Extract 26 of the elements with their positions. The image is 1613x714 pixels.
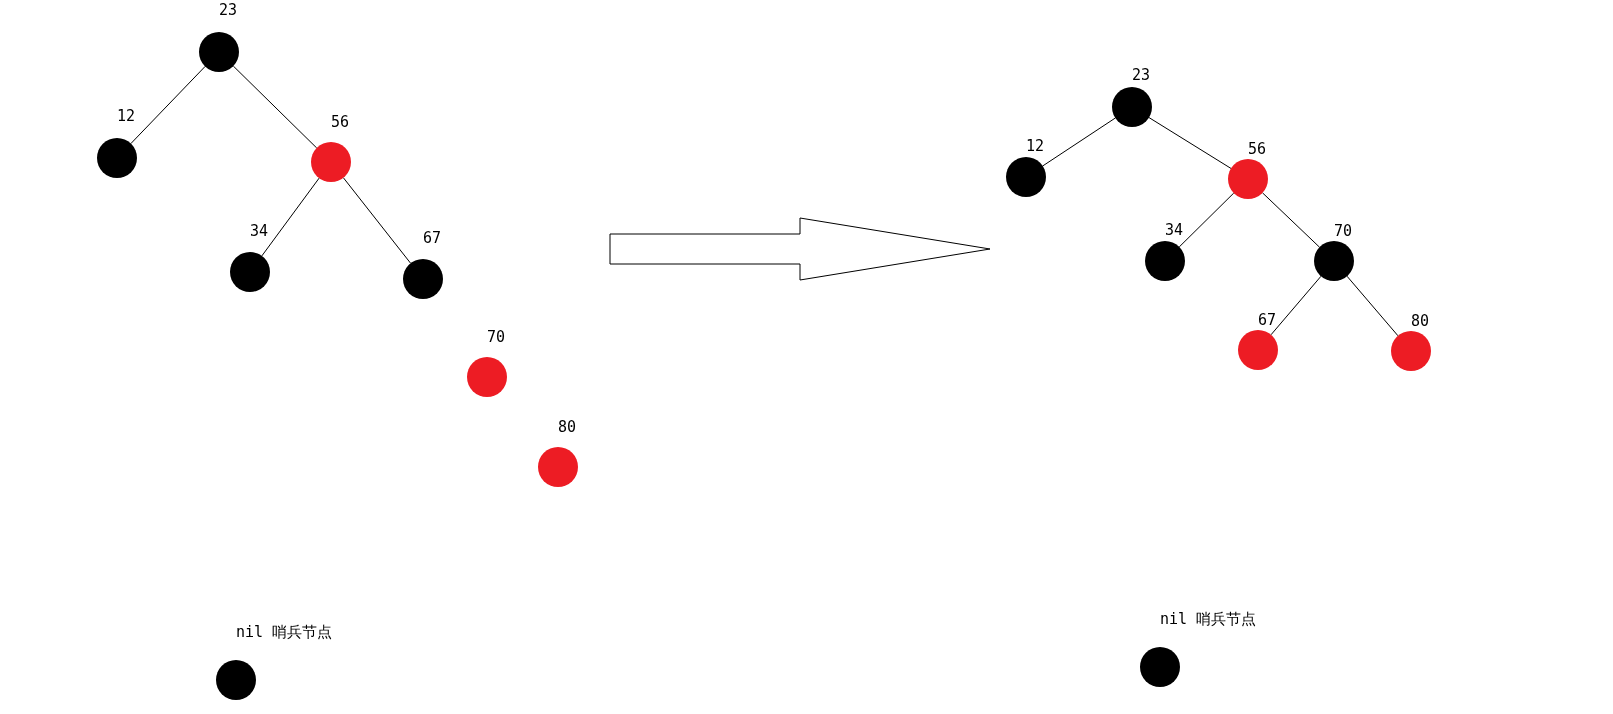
- tree-edge: [130, 65, 206, 145]
- node-key-label: 80: [558, 419, 577, 436]
- node-key-label: 67: [1258, 312, 1277, 329]
- tree-edge: [1042, 117, 1116, 167]
- node-key-label: 34: [250, 223, 269, 240]
- node-key-label: 12: [1026, 138, 1045, 155]
- tree-edge: [261, 177, 320, 257]
- tree-edge: [342, 177, 412, 264]
- node-key-label: 67: [423, 230, 442, 247]
- node-key-label: 12: [117, 108, 136, 125]
- node-key-label: 56: [1248, 141, 1267, 158]
- tree-edge: [232, 65, 318, 149]
- node-key-label: nil 哨兵节点: [1160, 611, 1257, 628]
- tree-edge: [1346, 275, 1399, 337]
- node-key-label: 23: [1132, 67, 1151, 84]
- tree-edge: [1178, 192, 1235, 248]
- node-key-label: 70: [487, 329, 506, 346]
- tree-edge: [1270, 275, 1322, 336]
- node-key-label: 23: [219, 2, 238, 19]
- node-key-label: nil 哨兵节点: [236, 624, 333, 641]
- node-key-label: 56: [331, 114, 350, 131]
- tree-edge: [1261, 192, 1321, 248]
- node-key-label: 80: [1411, 313, 1430, 330]
- node-key-label: 70: [1334, 223, 1353, 240]
- node-key-label: 34: [1165, 222, 1184, 239]
- tree-edge: [1148, 117, 1232, 169]
